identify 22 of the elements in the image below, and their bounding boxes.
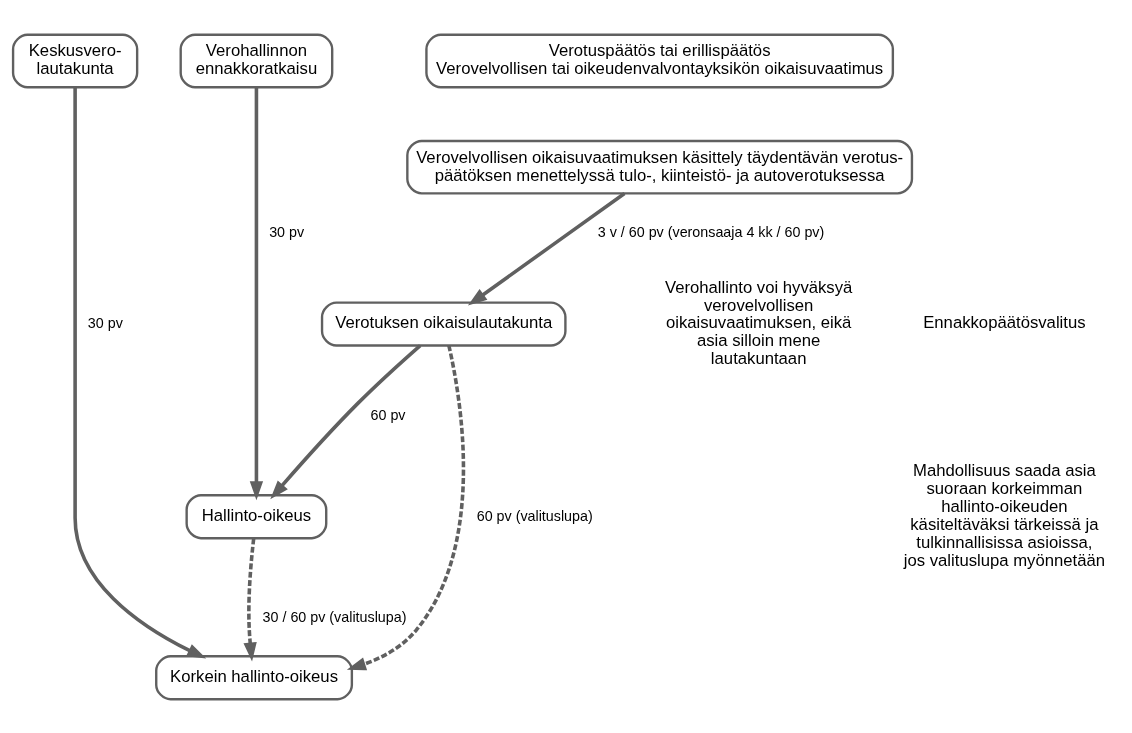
- label: Verohallinto voi hyväksyä verovelvollisen oikaisuvaatimuksen, eikä asia silloin mene lautakuntaan: [664, 277, 853, 368]
- node-box: Verotuspäätös tai erillispäätös Verovelvollisen tai oikeudenvalvontayksikön oikaisuvaatimus: [425, 33, 895, 88]
- arrow: [467, 191, 626, 306]
- arrow: [346, 344, 466, 670]
- node-box: Hallinto-oikeus: [185, 493, 328, 539]
- arrow: [270, 343, 422, 499]
- edge-label: 60 pv (valituslupa): [476, 507, 593, 524]
- arrow: [73, 86, 207, 659]
- label: Mahdollisuus saada asia suoraan korkeimman hallinto-oikeuden käsiteltäväksi tärkeissä ja tulkinnallisissa asioissa, jos valituslupa myönnetään: [903, 460, 1106, 570]
- node-box: Verovelvollisen oikaisuvaatimuksen käsittely täydentävän verotus- päätöksen menettelyssä tulo-, kiinteistö- ja autoverotuksessa: [406, 139, 914, 195]
- node-box: Verohallinnon ennakkoratkaisu: [179, 33, 334, 88]
- arrow: [249, 87, 264, 500]
- arrow: [243, 537, 257, 662]
- node-box: Korkein hallinto-oikeus: [155, 654, 354, 700]
- edge-label: 30 / 60 pv (valituslupa): [262, 608, 407, 625]
- edge-label: 60 pv: [370, 406, 406, 423]
- node-box: Keskusvero- lautakunta: [11, 33, 139, 88]
- edge-label: 30 pv: [269, 222, 305, 239]
- label: Ennakkopäätösvalitus: [923, 312, 1086, 332]
- node-box: Verotuksen oikaisulautakunta: [320, 300, 567, 347]
- edge-label: 3 v / 60 pv (veronsaaja 4 kk / 60 pv): [597, 222, 825, 239]
- edge-label: 30 pv: [87, 314, 123, 331]
